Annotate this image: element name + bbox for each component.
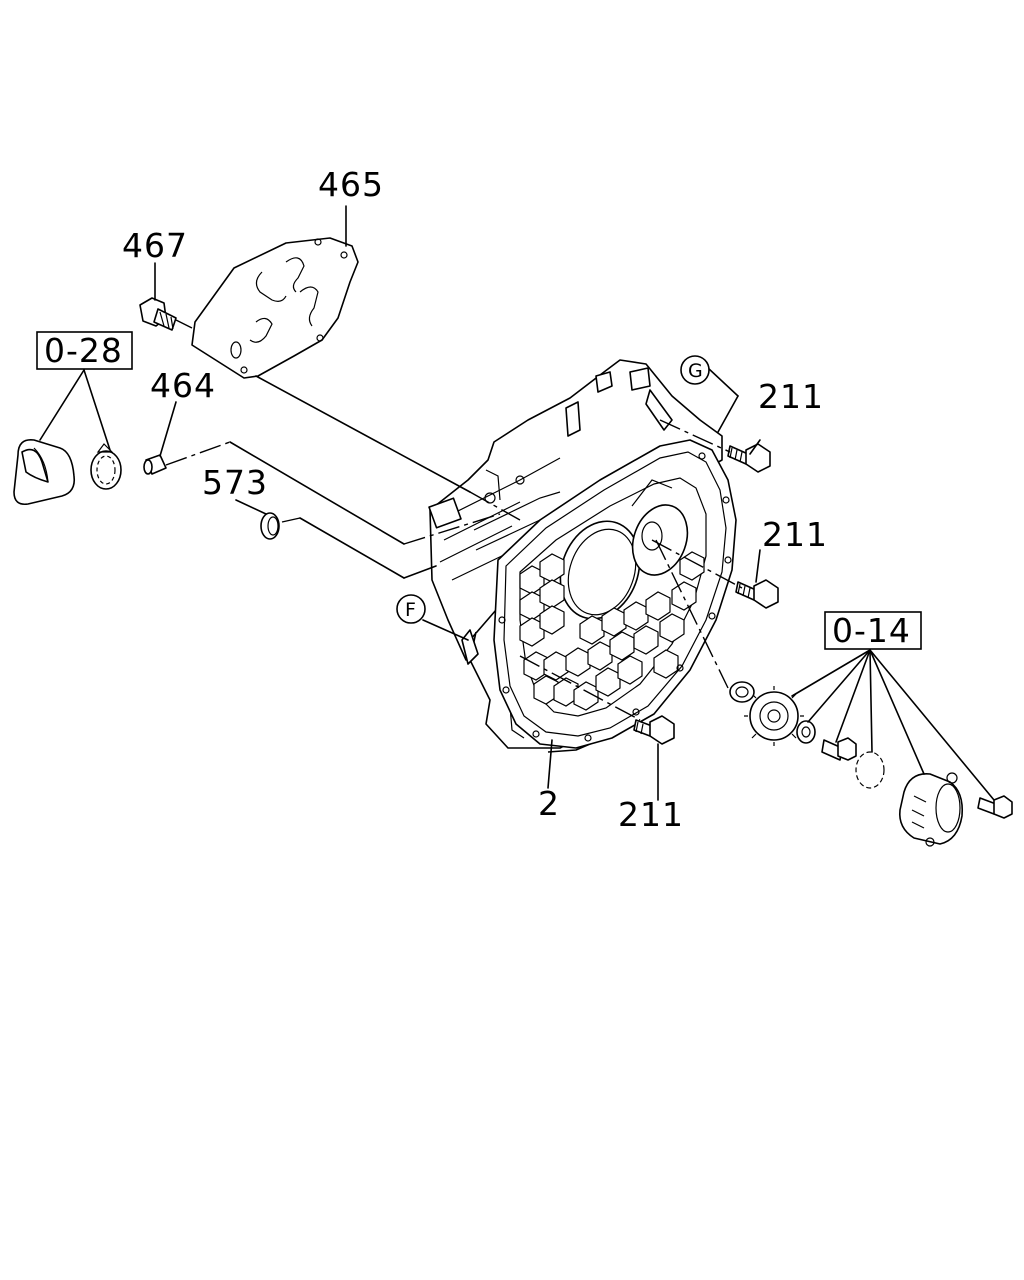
ref-box-0-14[interactable]: 0-14 (824, 611, 922, 650)
ref-box-0-28-label: 0-28 (44, 331, 123, 370)
callout-2: 2 (538, 784, 560, 823)
circle-ref-g[interactable]: G (680, 355, 710, 385)
gear-idler[interactable] (744, 686, 804, 746)
callout-labels: 465 467 464 573 211 211 211 2 (122, 165, 828, 834)
part-211-bolt-lower[interactable] (633, 715, 675, 745)
callout-573: 573 (202, 463, 268, 502)
callout-464: 464 (150, 366, 216, 405)
hose-assembly[interactable] (13, 438, 76, 506)
ref-box-0-28[interactable]: 0-28 (36, 331, 133, 370)
hose-clamp[interactable] (90, 443, 122, 490)
washer[interactable] (796, 720, 816, 744)
snap-ring[interactable] (855, 751, 885, 789)
part-2-flywheel-housing[interactable] (428, 359, 737, 753)
bushing[interactable] (729, 681, 755, 703)
honeycomb-ribs (519, 551, 705, 711)
part-573-oring[interactable] (260, 512, 280, 540)
part-211-bolt-upper[interactable] (727, 443, 771, 473)
callout-467: 467 (122, 226, 188, 265)
circle-ref-f-label: F (405, 599, 416, 621)
callout-211-lower: 211 (618, 795, 684, 834)
cover-cap[interactable] (898, 772, 964, 847)
part-467-bolt[interactable] (139, 297, 177, 331)
part-211-bolt-middle[interactable] (735, 579, 779, 609)
circle-ref-g-label: G (688, 360, 703, 382)
callout-211-upper: 211 (758, 377, 824, 416)
part-464-dowel-pin[interactable] (143, 454, 167, 475)
shaft-bolt[interactable] (821, 737, 857, 761)
callout-465: 465 (318, 165, 384, 204)
leader-lines (39, 205, 995, 801)
cover-bolt[interactable] (977, 795, 1013, 819)
callout-211-middle: 211 (762, 515, 828, 554)
ref-box-0-14-label: 0-14 (832, 611, 911, 650)
part-465-cover-plate[interactable] (191, 237, 359, 379)
assembly-lines (165, 319, 743, 721)
circle-ref-f[interactable]: F (396, 594, 426, 624)
